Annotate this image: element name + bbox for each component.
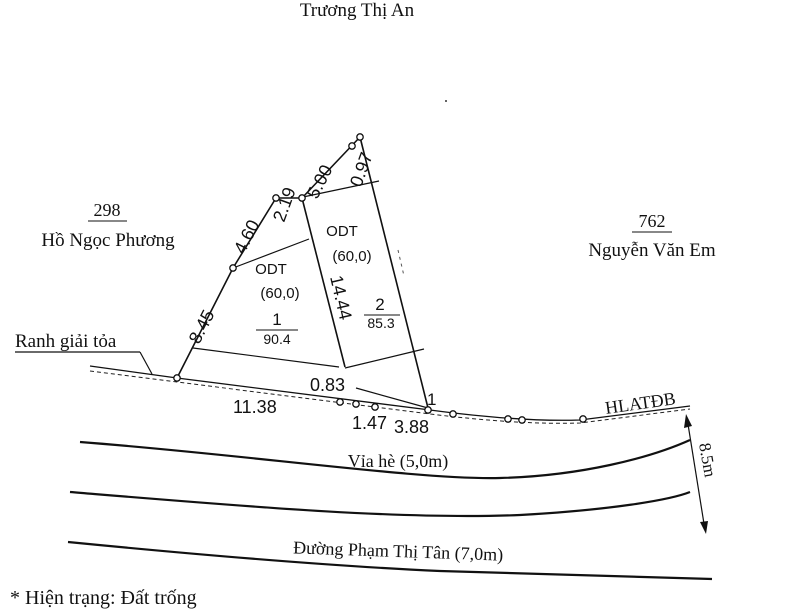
- boundary-vertices: [173, 133, 587, 424]
- parcel-2-id: 2: [375, 295, 384, 314]
- clearance-label-pointer: [139, 351, 153, 375]
- vertex: [424, 406, 432, 414]
- neighbor-north-name: Trương Thị An: [300, 0, 415, 21]
- stray-dot: [445, 100, 447, 102]
- neighbor-west-name: Hồ Ngọc Phương: [41, 230, 175, 251]
- sidewalk-label: Vỉa hè (5,0m): [348, 451, 448, 472]
- vertex: [579, 415, 587, 423]
- neighbor-east-name: Nguyễn Văn Em: [588, 240, 716, 261]
- parcel-1-land-type: ODT: [255, 261, 287, 278]
- vertex: [518, 416, 526, 424]
- vertex: [336, 398, 344, 406]
- road-width-arrowhead-top: [684, 414, 692, 428]
- vertex: [449, 410, 457, 418]
- neighbor-west-number: 298: [94, 200, 121, 220]
- parcel-1-inner-line: [232, 238, 310, 269]
- dim-8-45: 8.45: [185, 307, 219, 347]
- vertex: [272, 194, 280, 202]
- road-width-arrow-line: [686, 417, 706, 531]
- vertex: [348, 142, 356, 150]
- vertex: [229, 264, 237, 272]
- parcel-2-land-type: ODT: [326, 223, 358, 240]
- parcel-1-area: 90.4: [263, 331, 290, 347]
- road-width-arrowhead-bottom: [700, 521, 708, 534]
- parcel-divider: [301, 197, 346, 368]
- dim-4-60: 4.60: [230, 217, 264, 257]
- parcel-2-setback-line: [344, 348, 425, 369]
- dim-1-47: 1.47: [352, 413, 387, 433]
- dim-1: 1: [427, 390, 436, 409]
- parcel-2-top-line: [302, 180, 380, 198]
- dim-14-44: 14.44: [326, 273, 356, 321]
- parcel-2-east-dash: [397, 249, 405, 277]
- parcel-2-area: 85.3: [367, 315, 394, 331]
- status-note: * Hiện trạng: Đất trống: [10, 587, 197, 609]
- vertex: [298, 194, 306, 202]
- dim-3-88: 3.88: [394, 417, 429, 437]
- clearance-label: Ranh giải tỏa: [15, 331, 117, 352]
- vertex: [173, 374, 181, 382]
- parcel-1-setback-line: [192, 347, 340, 368]
- dim-0-83: 0.83: [310, 375, 345, 395]
- clearance-boundary-dashed: [89, 370, 691, 424]
- sidewalk-outer-edge: [79, 438, 691, 480]
- vertex: [504, 415, 512, 423]
- clearance-boundary: [89, 365, 691, 421]
- vertex: [352, 400, 360, 408]
- parcel-2-east-boundary: [359, 136, 429, 409]
- hlatdb-label: HLATĐB: [604, 388, 677, 418]
- dim-11-38: 11.38: [233, 397, 277, 417]
- parcel-1-code: (60,0): [260, 285, 299, 302]
- neighbor-east-number: 762: [639, 211, 666, 231]
- road-inner-edge: [69, 490, 691, 518]
- vertex: [371, 403, 379, 411]
- vertex: [356, 133, 364, 141]
- parcel-2-bottom-line: [355, 387, 429, 409]
- parcel-1-id: 1: [272, 310, 281, 329]
- road-width-label: 8.5m: [695, 441, 720, 478]
- parcel-2-code: (60,0): [332, 248, 371, 265]
- road-name-label: Đường Phạm Thị Tân (7,0m): [293, 537, 504, 565]
- road-width-dimension: 8.5m: [684, 414, 720, 534]
- dim-2-19: 2.19: [269, 185, 300, 225]
- road-outer-edge: [67, 540, 713, 581]
